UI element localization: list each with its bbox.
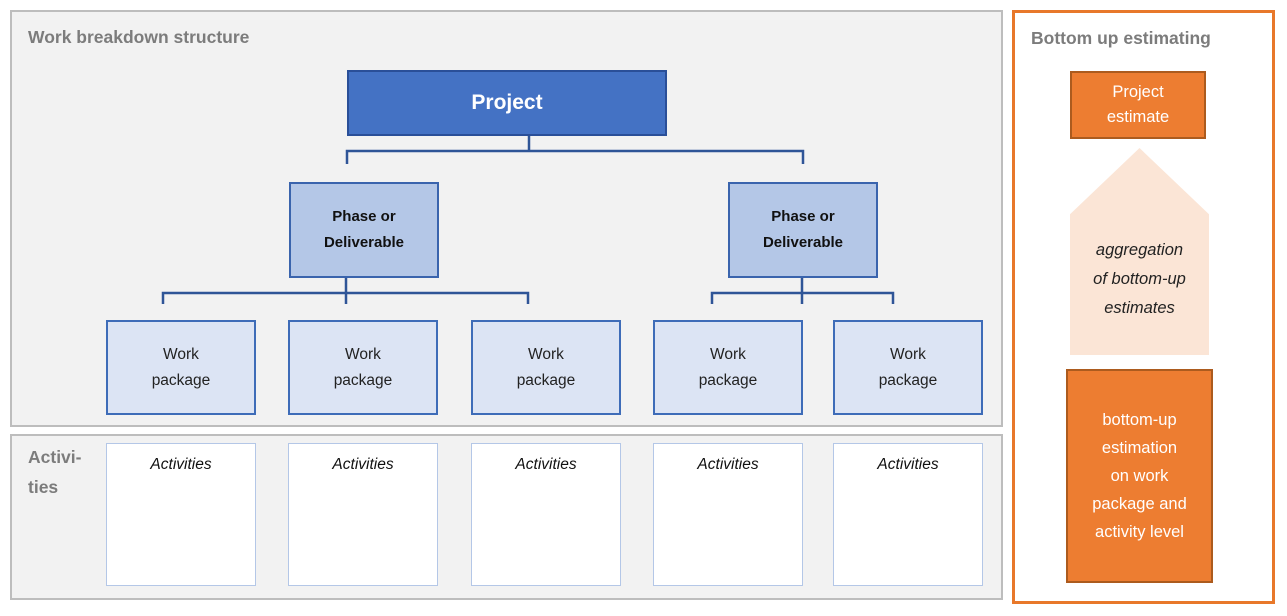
project-box: Project [347, 70, 667, 136]
activities-box-4: Activities [653, 443, 803, 586]
work-package-box-5: Work package [833, 320, 983, 415]
wbs-panel: Work breakdown structure Project Phase o… [10, 10, 1003, 427]
estimating-panel-title: Bottom up estimating [1031, 28, 1211, 48]
activities-box-1: Activities [106, 443, 256, 586]
bottom-up-estimating-panel: Bottom up estimating Project estimate ag… [1012, 10, 1275, 604]
bottom-up-estimation-box: bottom-up estimation on work package and… [1066, 369, 1213, 583]
activities-box-3: Activities [471, 443, 621, 586]
work-package-box-4: Work package [653, 320, 803, 415]
activities-panel: Activi- ties Activities Activities Activ… [10, 434, 1003, 600]
wbs-panel-title: Work breakdown structure [28, 27, 250, 47]
phase-or-deliverable-box-2: Phase or Deliverable [728, 182, 878, 278]
work-package-box-3: Work package [471, 320, 621, 415]
project-estimate-box: Project estimate [1070, 71, 1206, 139]
phase-or-deliverable-box-1: Phase or Deliverable [289, 182, 439, 278]
activities-panel-label: Activi- ties [28, 447, 82, 497]
activities-box-2: Activities [288, 443, 438, 586]
work-package-box-1: Work package [106, 320, 256, 415]
activities-box-5: Activities [833, 443, 983, 586]
work-package-box-2: Work package [288, 320, 438, 415]
aggregation-up-arrow: aggregation of bottom-up estimates [1070, 148, 1209, 355]
